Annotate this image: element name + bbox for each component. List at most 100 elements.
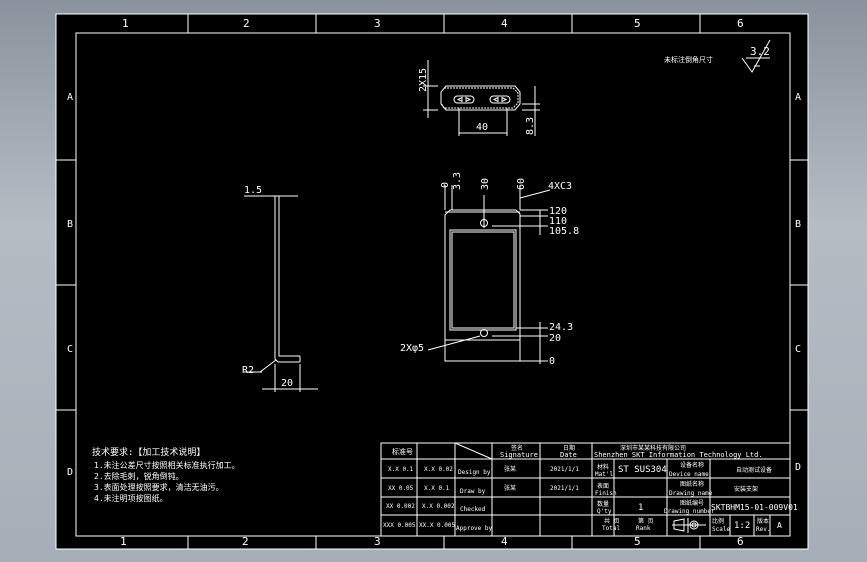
technical-notes: 技术要求:【加工技术说明】 1.未注公差尺寸按照相关标准执行加工。 2.去除毛刺… — [92, 446, 240, 503]
dim-right-24-3: 24.3 — [549, 322, 573, 333]
hole-chamfer-note: 4XC3 — [548, 181, 572, 192]
dim-top-30: 30 — [480, 178, 491, 190]
col-label-top: 3 — [374, 17, 381, 30]
row-label-right: D — [795, 462, 801, 473]
drawing-number-label-en: Drawing number — [664, 508, 715, 515]
col-label-top: 2 — [243, 17, 250, 30]
rank-label: 第 页 — [638, 517, 654, 525]
company-name-en: Shenzhen SKT Information Technology Ltd. — [594, 451, 763, 459]
date-value: 2021/1/1 — [550, 466, 579, 473]
rev-label-en: Rev. — [756, 526, 770, 533]
role-label: Checked — [460, 506, 486, 513]
tol-code: X.X 0.1 — [388, 466, 414, 473]
row-label-left: D — [67, 467, 73, 478]
projection-symbol-icon — [672, 518, 706, 533]
slot-left — [453, 95, 475, 104]
row-label-left: A — [67, 92, 73, 103]
tech-note-item: 4.未注明项按图纸。 — [94, 493, 168, 503]
device-label-en: Device name — [669, 471, 709, 478]
material-label: 材料 — [597, 463, 609, 471]
dim-right-105-8: 105.8 — [549, 226, 579, 237]
drawing-number-label: 图纸编号 — [680, 499, 704, 507]
tech-note-item: 1.未注公差尺寸按照相关标准执行加工。 — [94, 460, 240, 470]
zone-row-labels: A B C D A B C D — [67, 92, 801, 478]
tol-value: X.X 0.002 — [422, 503, 455, 510]
side-view: 1.5 R2 20 — [242, 185, 318, 392]
dim-right-20: 20 — [549, 333, 561, 344]
qty-label-en: Q'ty — [597, 508, 612, 515]
dim-right-110: 110 — [549, 216, 567, 227]
col-label-top: 6 — [737, 17, 744, 30]
dim-flange-length: 20 — [281, 378, 293, 389]
tol-value: X.X 0.1 — [424, 485, 450, 492]
rev-label: 版本 — [757, 517, 769, 525]
col-label-bottom: 4 — [501, 535, 508, 548]
dim-top-0: 0 — [440, 182, 451, 188]
header-signature-cn: 签名 — [511, 444, 523, 452]
tech-note-item: 3.表面处理按照要求，清洁无油污。 — [94, 482, 224, 492]
tol-code: XX 0.05 — [388, 485, 414, 492]
tech-notes-title: 技术要求:【加工技术说明】 — [92, 446, 205, 458]
dim-bend-radius: R2 — [242, 365, 254, 376]
dim-top-3-3: 3.3 — [452, 172, 463, 190]
col-label-top: 4 — [501, 17, 508, 30]
drawing-name-label: 图纸名称 — [680, 480, 704, 488]
qty-value: 1 — [638, 503, 643, 513]
tol-value: XX.X 0.005 — [419, 522, 456, 529]
col-label-bottom: 1 — [120, 535, 127, 548]
header-standard: 标准号 — [392, 447, 413, 456]
zone-column-labels: 1 2 3 4 5 6 1 2 3 4 5 6 — [120, 17, 744, 548]
zone-ticks — [56, 14, 808, 549]
row-label-left: B — [67, 219, 73, 230]
dim-right-0: 0 — [549, 356, 555, 367]
row-label-right: C — [795, 344, 801, 355]
tol-code: XX 0.002 — [386, 503, 415, 510]
role-label: Draw by — [460, 488, 486, 495]
col-label-bottom: 3 — [374, 535, 381, 548]
rev-value: A — [777, 521, 782, 530]
header-date-cn: 日期 — [563, 444, 575, 452]
company-name-cn: 深圳市某某科技有限公司 — [620, 444, 686, 452]
dim-top-width: 40 — [476, 122, 488, 133]
signature-value: 张某 — [504, 484, 516, 492]
dim-top-60: 60 — [516, 178, 527, 190]
hole-diameter-note: 2Xφ5 — [400, 343, 424, 354]
signature-value: 张某 — [504, 465, 516, 473]
col-label-bottom: 6 — [737, 535, 744, 548]
header-date-en: Date — [560, 451, 577, 459]
col-label-top: 1 — [122, 17, 129, 30]
material-label-en: Mat'l — [595, 471, 613, 478]
date-value: 2021/1/1 — [550, 485, 579, 492]
tech-note-item: 2.去除毛刺，锐角倒钝。 — [94, 471, 184, 481]
col-label-top: 5 — [634, 17, 641, 30]
scale-label-en: Scale — [712, 526, 730, 533]
row-label-left: C — [67, 344, 73, 355]
qty-label: 数量 — [597, 500, 609, 508]
scale-value: 1:2 — [734, 521, 750, 531]
material-value: ST SUS304 — [618, 465, 667, 475]
drawing-number-value: SKTBHM15-01-009V01 — [711, 503, 798, 512]
scale-label: 比例 — [712, 517, 724, 525]
device-label: 设备名称 — [680, 461, 704, 469]
title-block: 标准号 签名 Signature 日期 Date 深圳市某某科技有限公司 She… — [380, 442, 798, 537]
roughness-symbol: 3.2 — [741, 39, 771, 73]
chamfer-note: 未标注倒角尺寸 — [664, 55, 713, 64]
sheet-outer-border — [55, 13, 809, 550]
hole-bottom — [480, 329, 488, 337]
dim-top-height: 2X15 — [418, 68, 429, 92]
tol-code: XXX 0.005 — [383, 522, 416, 529]
device-value: 自动测试设备 — [736, 466, 772, 474]
dim-top-offset: 8.3 — [525, 117, 536, 135]
tol-value: X.X 0.02 — [424, 466, 453, 473]
row-label-right: B — [795, 219, 801, 230]
role-label: Approve by — [456, 525, 493, 532]
top-view: 2X15 40 8.3 — [418, 60, 540, 136]
drawing-name-label-en: Drawing name — [669, 490, 713, 497]
role-label: Design by — [458, 469, 491, 476]
dim-thickness: 1.5 — [244, 185, 262, 196]
total-label-en: Total — [602, 525, 620, 532]
dim-right-120: 120 — [549, 206, 567, 217]
total-label: 共 页 — [604, 517, 620, 525]
